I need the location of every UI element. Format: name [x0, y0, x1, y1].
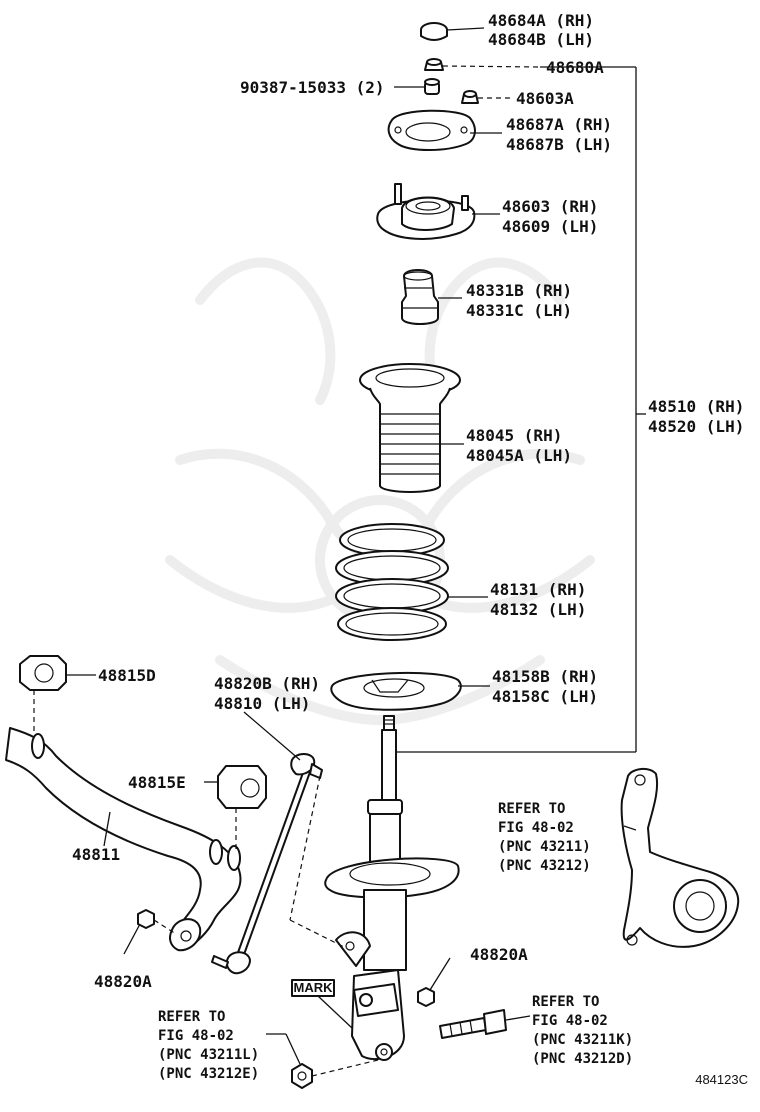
mark-text: MARK — [294, 980, 334, 995]
label-48680a: 48680A — [546, 58, 604, 77]
stabilizer-link-48820b — [211, 711, 347, 975]
label-ref-knuckle: REFER TO FIG 48-02 (PNC 43211) (PNC 4321… — [498, 801, 591, 874]
mark-tag: MARK — [291, 979, 353, 1029]
svg-text:48045A (LH): 48045A (LH) — [466, 446, 572, 465]
label-48820a-right: 48820A — [470, 945, 528, 964]
svg-text:(PNC 43212E): (PNC 43212E) — [158, 1066, 259, 1082]
svg-text:REFER TO: REFER TO — [498, 801, 565, 817]
label-48045: 48045 (RH) 48045A (LH) — [466, 426, 572, 465]
label-48131: 48131 (RH) 48132 (LH) — [490, 580, 586, 619]
spring-insulator-48158 — [330, 671, 490, 711]
svg-text:48510 (RH): 48510 (RH) — [648, 397, 744, 416]
svg-text:48687B (LH): 48687B (LH) — [506, 135, 612, 154]
shock-absorber-48510 — [324, 66, 646, 1061]
svg-text:(PNC 43211): (PNC 43211) — [498, 839, 591, 855]
svg-text:FIG 48-02: FIG 48-02 — [498, 820, 574, 836]
svg-text:48684B (LH): 48684B (LH) — [488, 30, 594, 49]
bolt-bottom-right — [439, 1009, 531, 1039]
svg-text:REFER TO: REFER TO — [532, 994, 599, 1010]
svg-text:48132 (LH): 48132 (LH) — [490, 600, 586, 619]
svg-text:(PNC 43211L): (PNC 43211L) — [158, 1047, 259, 1063]
nut-48820a-right — [417, 957, 451, 1007]
svg-text:FIG 48-02: FIG 48-02 — [158, 1028, 234, 1044]
svg-text:(PNC 43211K): (PNC 43211K) — [532, 1032, 633, 1048]
label-48815e: 48815E — [128, 773, 186, 792]
label-48603: 48603 (RH) 48609 (LH) — [502, 197, 598, 236]
spring-bumper-boot-48045 — [359, 363, 464, 493]
label-48603a: 48603A — [516, 89, 574, 108]
label-48687: 48687A (RH) 48687B (LH) — [506, 115, 612, 154]
nut-48680a — [424, 58, 541, 71]
svg-text:48331B (RH): 48331B (RH) — [466, 281, 572, 300]
svg-text:48810 (LH): 48810 (LH) — [214, 694, 310, 713]
svg-text:48603 (RH): 48603 (RH) — [502, 197, 598, 216]
svg-text:48520 (LH): 48520 (LH) — [648, 417, 744, 436]
bump-stopper-48331 — [401, 269, 462, 325]
bushing-48815d — [19, 655, 96, 732]
svg-text:48045 (RH): 48045 (RH) — [466, 426, 562, 445]
support-plate-48687 — [387, 109, 502, 151]
label-48820b: 48820B (RH) 48810 (LH) — [214, 674, 320, 713]
svg-text:48687A (RH): 48687A (RH) — [506, 115, 612, 134]
svg-text:(PNC 43212): (PNC 43212) — [498, 858, 591, 874]
label-48510: 48510 (RH) 48520 (LH) — [648, 397, 744, 436]
nut-bottom-left — [266, 1033, 379, 1089]
svg-text:REFER TO: REFER TO — [158, 1009, 225, 1025]
coil-spring-48131 — [335, 523, 488, 641]
bushing-90387 — [394, 78, 440, 95]
stabilizer-bar-48811 — [5, 727, 242, 952]
svg-text:48820B (RH): 48820B (RH) — [214, 674, 320, 693]
svg-text:48158B (RH): 48158B (RH) — [492, 667, 598, 686]
label-48158: 48158B (RH) 48158C (LH) — [492, 667, 598, 706]
svg-text:48684A (RH): 48684A (RH) — [488, 11, 594, 30]
watermark-emblem — [165, 257, 595, 726]
bushing-48815e — [204, 765, 267, 850]
svg-text:48158C (LH): 48158C (LH) — [492, 687, 598, 706]
label-48815d: 48815D — [98, 666, 156, 685]
svg-text:48331C (LH): 48331C (LH) — [466, 301, 572, 320]
strut-mount-48603 — [376, 183, 500, 240]
steering-knuckle — [620, 768, 740, 948]
svg-text:48609 (LH): 48609 (LH) — [502, 217, 598, 236]
svg-text:48131 (RH): 48131 (RH) — [490, 580, 586, 599]
label-ref-bottom-left: REFER TO FIG 48-02 (PNC 43211L) (PNC 432… — [158, 1009, 259, 1082]
label-48331: 48331B (RH) 48331C (LH) — [466, 281, 572, 320]
svg-text:FIG 48-02: FIG 48-02 — [532, 1013, 608, 1029]
nut-48603a — [461, 90, 512, 104]
label-90387: 90387-15033 (2) — [240, 78, 385, 97]
label-48684: 48684A (RH) 48684B (LH) — [488, 11, 594, 49]
label-48811: 48811 — [72, 845, 120, 864]
nut-48820a-left — [123, 909, 177, 955]
figure-code: 484123C — [695, 1072, 748, 1087]
svg-text:(PNC 43212D): (PNC 43212D) — [532, 1051, 633, 1067]
boot-ribs — [380, 413, 440, 475]
dust-cap-48684 — [420, 22, 485, 41]
label-48820a-left: 48820A — [94, 972, 152, 991]
label-ref-bottom-right: REFER TO FIG 48-02 (PNC 43211K) (PNC 432… — [532, 994, 633, 1067]
